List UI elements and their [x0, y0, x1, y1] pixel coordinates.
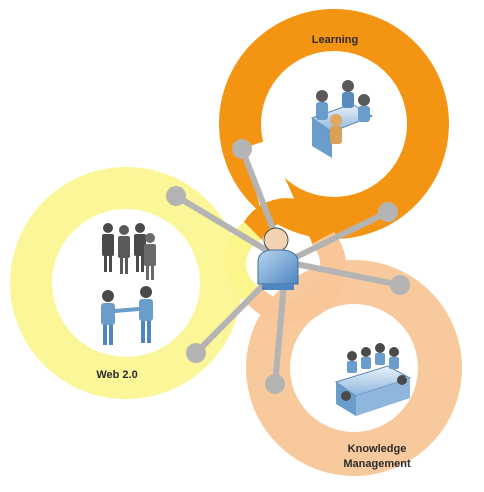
knowledge-label-line2: Management	[343, 458, 411, 470]
spoke-km-right	[283, 259, 403, 288]
connector-nodes	[166, 139, 410, 394]
web-label: Web 2.0	[96, 369, 138, 381]
node-web-bottom	[186, 343, 206, 363]
web-ring	[10, 167, 242, 399]
people-group-icon	[102, 223, 156, 280]
knowledge-management-label: Knowledge Management	[322, 442, 432, 472]
node-learning-right	[378, 202, 398, 222]
handshake-icon	[101, 286, 153, 345]
learning-label: Learning	[311, 34, 359, 46]
node-km-bottom	[265, 374, 285, 394]
knowledge-label-line1: Knowledge	[347, 443, 407, 455]
learning-ring	[219, 9, 449, 239]
conference-table-icon	[334, 343, 412, 416]
spoke-learning-right	[283, 209, 391, 265]
meeting-group-icon	[310, 80, 374, 158]
node-learning-left	[232, 139, 252, 159]
knowledge-ring	[246, 260, 462, 476]
node-km-right	[390, 275, 410, 295]
hub-peach-arc	[246, 232, 347, 324]
node-web-top	[166, 186, 186, 206]
person-hub-icon	[257, 227, 299, 290]
